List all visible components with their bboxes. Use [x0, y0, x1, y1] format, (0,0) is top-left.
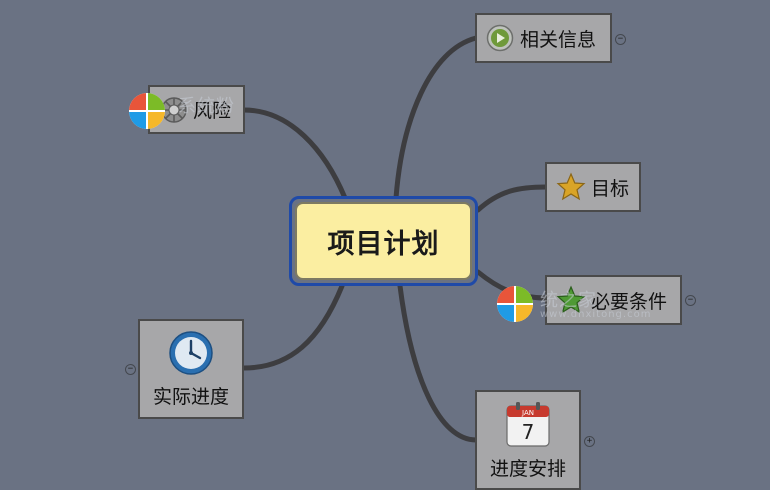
topic-goal-label: 目标 — [591, 177, 630, 200]
central-topic[interactable]: 项目计划 — [289, 196, 478, 286]
star-icon — [556, 172, 586, 201]
collapse-toggle-prerequisites[interactable]: − — [685, 295, 696, 306]
topic-risk-label: 风险 — [193, 100, 232, 122]
watermark-text: 统之家 — [540, 290, 597, 311]
play-icon — [486, 24, 514, 52]
topic-actual-progress-label: 实际进度 — [152, 385, 229, 408]
collapse-toggle-related-info[interactable]: − — [615, 34, 626, 45]
calendar-icon: JAN 7 — [506, 402, 550, 447]
calendar-day: 7 — [522, 420, 535, 444]
topic-schedule[interactable]: JAN 7 进度安排 — [475, 390, 581, 490]
topic-prerequisites[interactable]: 必要条件 — [545, 275, 682, 325]
watermark-logo — [497, 286, 533, 322]
calendar-month: JAN — [521, 409, 534, 417]
central-topic-box: 项目计划 — [295, 202, 472, 280]
topic-actual-progress[interactable]: 实际进度 — [138, 319, 244, 419]
branch-risk — [241, 107, 348, 201]
branch-actual-progress — [241, 283, 345, 371]
branch-related-info — [393, 35, 479, 201]
topic-goal[interactable]: 目标 — [545, 162, 641, 212]
topic-schedule-label: 进度安排 — [489, 458, 566, 480]
clock-icon — [169, 330, 213, 375]
topic-related-info[interactable]: 相关信息 — [475, 13, 612, 63]
topic-related-info-label: 相关信息 — [520, 28, 597, 51]
watermark-logo — [129, 93, 165, 129]
branch-goal — [475, 184, 549, 213]
star-icon — [556, 285, 586, 314]
expand-toggle-schedule[interactable]: + — [584, 436, 595, 447]
wheel-icon — [161, 96, 187, 123]
watermark-url: www.dnxitong.com — [540, 309, 652, 320]
collapse-toggle-actual-progress[interactable]: − — [125, 364, 136, 375]
topic-prerequisites-label: 必要条件 — [591, 290, 668, 313]
watermark-text: 系统粉 — [178, 96, 235, 117]
central-topic-label: 项目计划 — [327, 228, 440, 260]
branch-schedule — [397, 283, 479, 443]
